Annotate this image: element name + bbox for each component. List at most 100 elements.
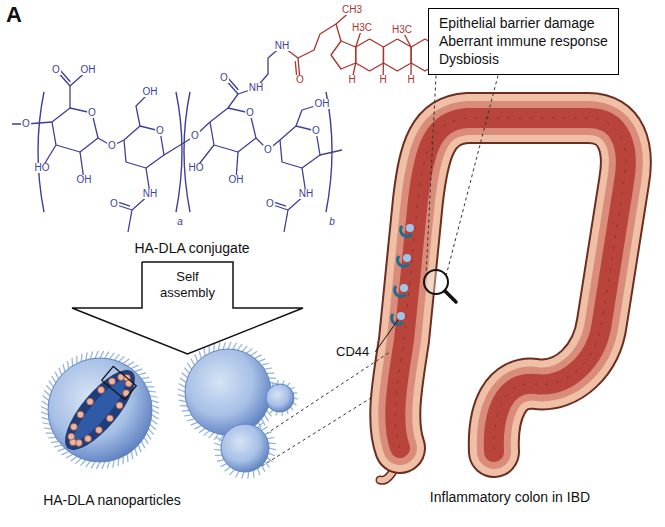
corona-strand (42, 401, 49, 405)
corona-strand (178, 395, 185, 397)
corona-strand (216, 437, 222, 441)
corona-strand (262, 419, 266, 426)
corona-strand (282, 380, 284, 384)
corona-strand (43, 396, 49, 401)
corona-strand (75, 458, 81, 463)
corona-strand (102, 462, 105, 469)
corona-strand (277, 380, 279, 384)
corona-strand (86, 352, 88, 360)
bond-line (124, 126, 164, 168)
dla-core-dot (98, 387, 105, 394)
corona-strand (293, 403, 296, 405)
corona-strand (151, 420, 157, 425)
corona-strand (41, 417, 48, 419)
corona-strand (199, 351, 201, 358)
callout-box: Epithelial barrier damageAberrant immune… (428, 8, 619, 75)
atom-label: O (190, 131, 200, 141)
corona-strand (269, 443, 276, 445)
bond-line (280, 126, 320, 168)
corona-strand (253, 471, 255, 478)
corona-strand (71, 457, 77, 462)
corona-strand (269, 448, 276, 450)
atom-label: O (109, 199, 119, 209)
callout-text: Aberrant immune response (439, 32, 608, 50)
bond-line (164, 122, 210, 155)
corona-strand (179, 400, 186, 401)
corona-strand (46, 385, 51, 391)
corona-strand (49, 381, 54, 387)
corona-strand (187, 363, 191, 369)
corona-strand (281, 412, 283, 416)
bond-line (336, 24, 341, 41)
atom-label: O (87, 108, 97, 118)
dla-core-dot (109, 378, 116, 385)
corona-strand (127, 454, 129, 462)
dla-core-dot (95, 427, 102, 434)
bond-line (356, 39, 384, 71)
corona-strand (150, 396, 158, 398)
corona-strand (191, 359, 195, 366)
corona-strand (213, 344, 215, 352)
bond-line (69, 86, 70, 108)
repeat-subscript: b (329, 217, 335, 227)
bond-line (284, 210, 288, 232)
corona-strand (270, 410, 273, 413)
atom-label: OH (228, 175, 245, 185)
callout-line (446, 76, 498, 276)
corona-strand (113, 460, 115, 468)
atom-label: OH (80, 65, 97, 75)
chemical-bonds (12, 10, 457, 232)
corona-strand (267, 438, 274, 439)
bond-line (52, 108, 98, 152)
corona-strand (272, 382, 273, 386)
corona-strand (208, 346, 209, 354)
corona-strand (228, 342, 231, 349)
corona-strand (46, 432, 54, 433)
corona-strand (218, 343, 219, 350)
corona-strand (105, 352, 109, 359)
corona-strand (269, 453, 275, 456)
corona-strand (258, 359, 265, 362)
dla-core-dot (77, 411, 84, 418)
corona-strand (182, 373, 188, 378)
magnifier-icon (424, 270, 456, 302)
corona-strand (117, 458, 119, 466)
corona-strand (265, 462, 270, 467)
corona-strand (76, 356, 77, 364)
corona-strand (41, 406, 48, 410)
corona-strand (42, 423, 50, 425)
atom-label: H (347, 75, 356, 85)
corona-strand (119, 356, 125, 361)
corona-strand (144, 437, 148, 444)
corona-strand (270, 382, 277, 383)
corona-strand (264, 415, 268, 421)
corona-strand (147, 386, 155, 387)
callout-lines (426, 76, 498, 276)
callout-text: Dysbiosis (439, 50, 608, 68)
atom-label: O (265, 199, 275, 209)
cd44-receptors (392, 224, 414, 324)
corona-strand (151, 400, 158, 402)
arrow-shape (72, 262, 303, 354)
corona-strand (247, 472, 249, 479)
corona-strand (66, 454, 73, 458)
corona-strand (264, 368, 271, 369)
corona-strand (95, 351, 98, 358)
corona-strand (291, 387, 295, 389)
corona-strand (81, 354, 83, 362)
corona-strand (127, 362, 134, 366)
panel-letter: A (6, 4, 22, 26)
corona-strand (96, 462, 100, 469)
corona-strand (114, 354, 119, 360)
dla-core-dot (107, 415, 114, 422)
bond-line (331, 41, 356, 69)
atom-label: O (21, 119, 31, 129)
corona-strand (123, 359, 129, 364)
corona-strand (51, 441, 59, 442)
corona-strand (148, 429, 153, 435)
corona-strand (187, 419, 194, 421)
corona-strand (179, 383, 186, 387)
corona-strand (204, 348, 205, 355)
bond-line (128, 210, 132, 232)
corona-strand (199, 428, 205, 432)
